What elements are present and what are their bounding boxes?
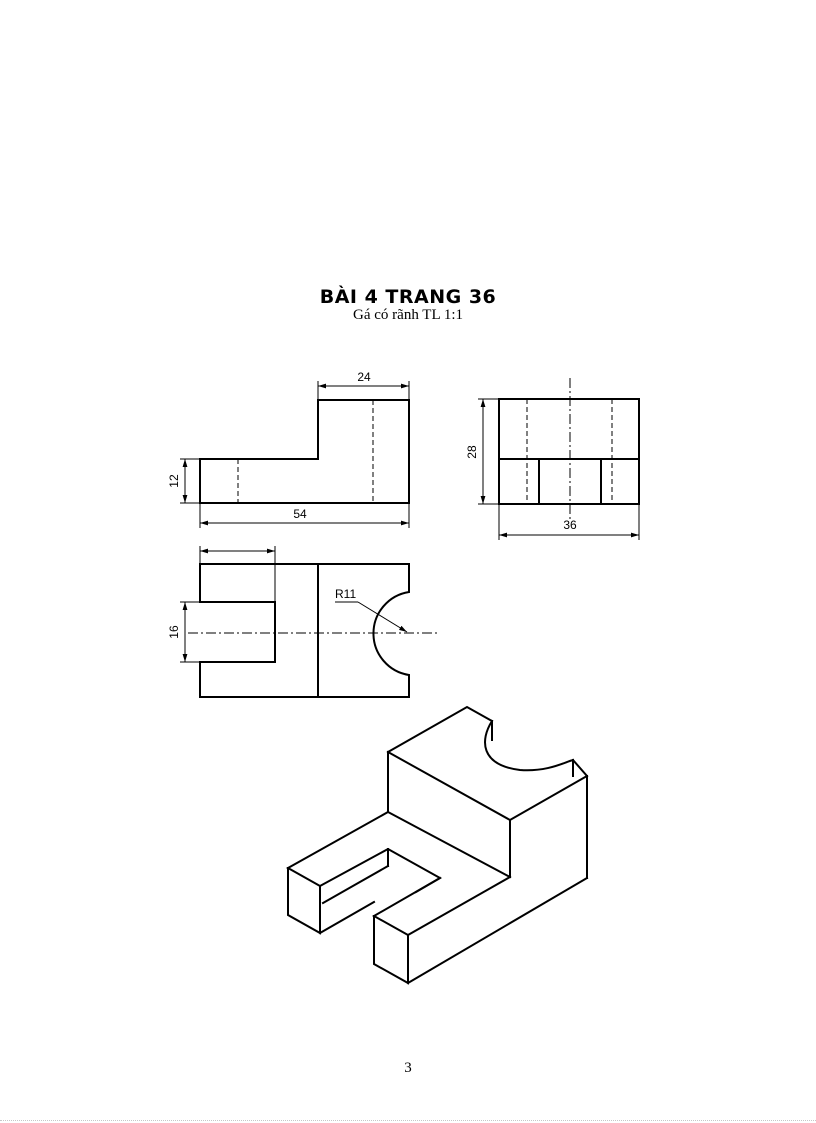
iso-slot-bottom-right — [414, 876, 442, 894]
dim-label-28: 28 — [465, 445, 479, 459]
top-view-outline — [199, 563, 410, 698]
iso-base-top-edge — [406, 875, 512, 937]
iso-base-bottom-edge — [406, 876, 589, 985]
iso-block-top-front — [386, 750, 589, 822]
front-view: 24 12 54 — [167, 370, 410, 528]
dim-label-16: 16 — [167, 625, 181, 639]
iso-slot-bottom-left — [321, 864, 390, 905]
footer-divider — [0, 1120, 816, 1121]
dim-label-r11: R11 — [335, 587, 356, 601]
page-number: 3 — [404, 1060, 412, 1076]
side-view: 28 36 — [465, 378, 640, 540]
front-view-outline — [199, 399, 410, 504]
isometric-view — [285, 705, 589, 985]
r11-leader — [357, 601, 408, 633]
iso-right-prong-face — [373, 915, 409, 985]
dim-label-54: 54 — [293, 507, 307, 521]
iso-block-top-back — [386, 705, 494, 754]
iso-left-prong-face — [287, 867, 321, 935]
top-view: 16 R11 — [167, 546, 440, 698]
page-title: BÀI 4 TRANG 36 — [319, 286, 497, 308]
dim-label-12: 12 — [167, 474, 181, 488]
dim-label-24: 24 — [357, 370, 371, 384]
iso-left-prong-bottom — [318, 900, 376, 935]
dim-label-36: 36 — [563, 518, 577, 532]
iso-base-top — [285, 810, 443, 937]
side-view-outline — [498, 398, 640, 505]
page-subtitle: Gá có rãnh TL 1:1 — [353, 307, 463, 323]
iso-block-top-arc — [484, 719, 575, 772]
iso-step-line — [386, 810, 512, 879]
